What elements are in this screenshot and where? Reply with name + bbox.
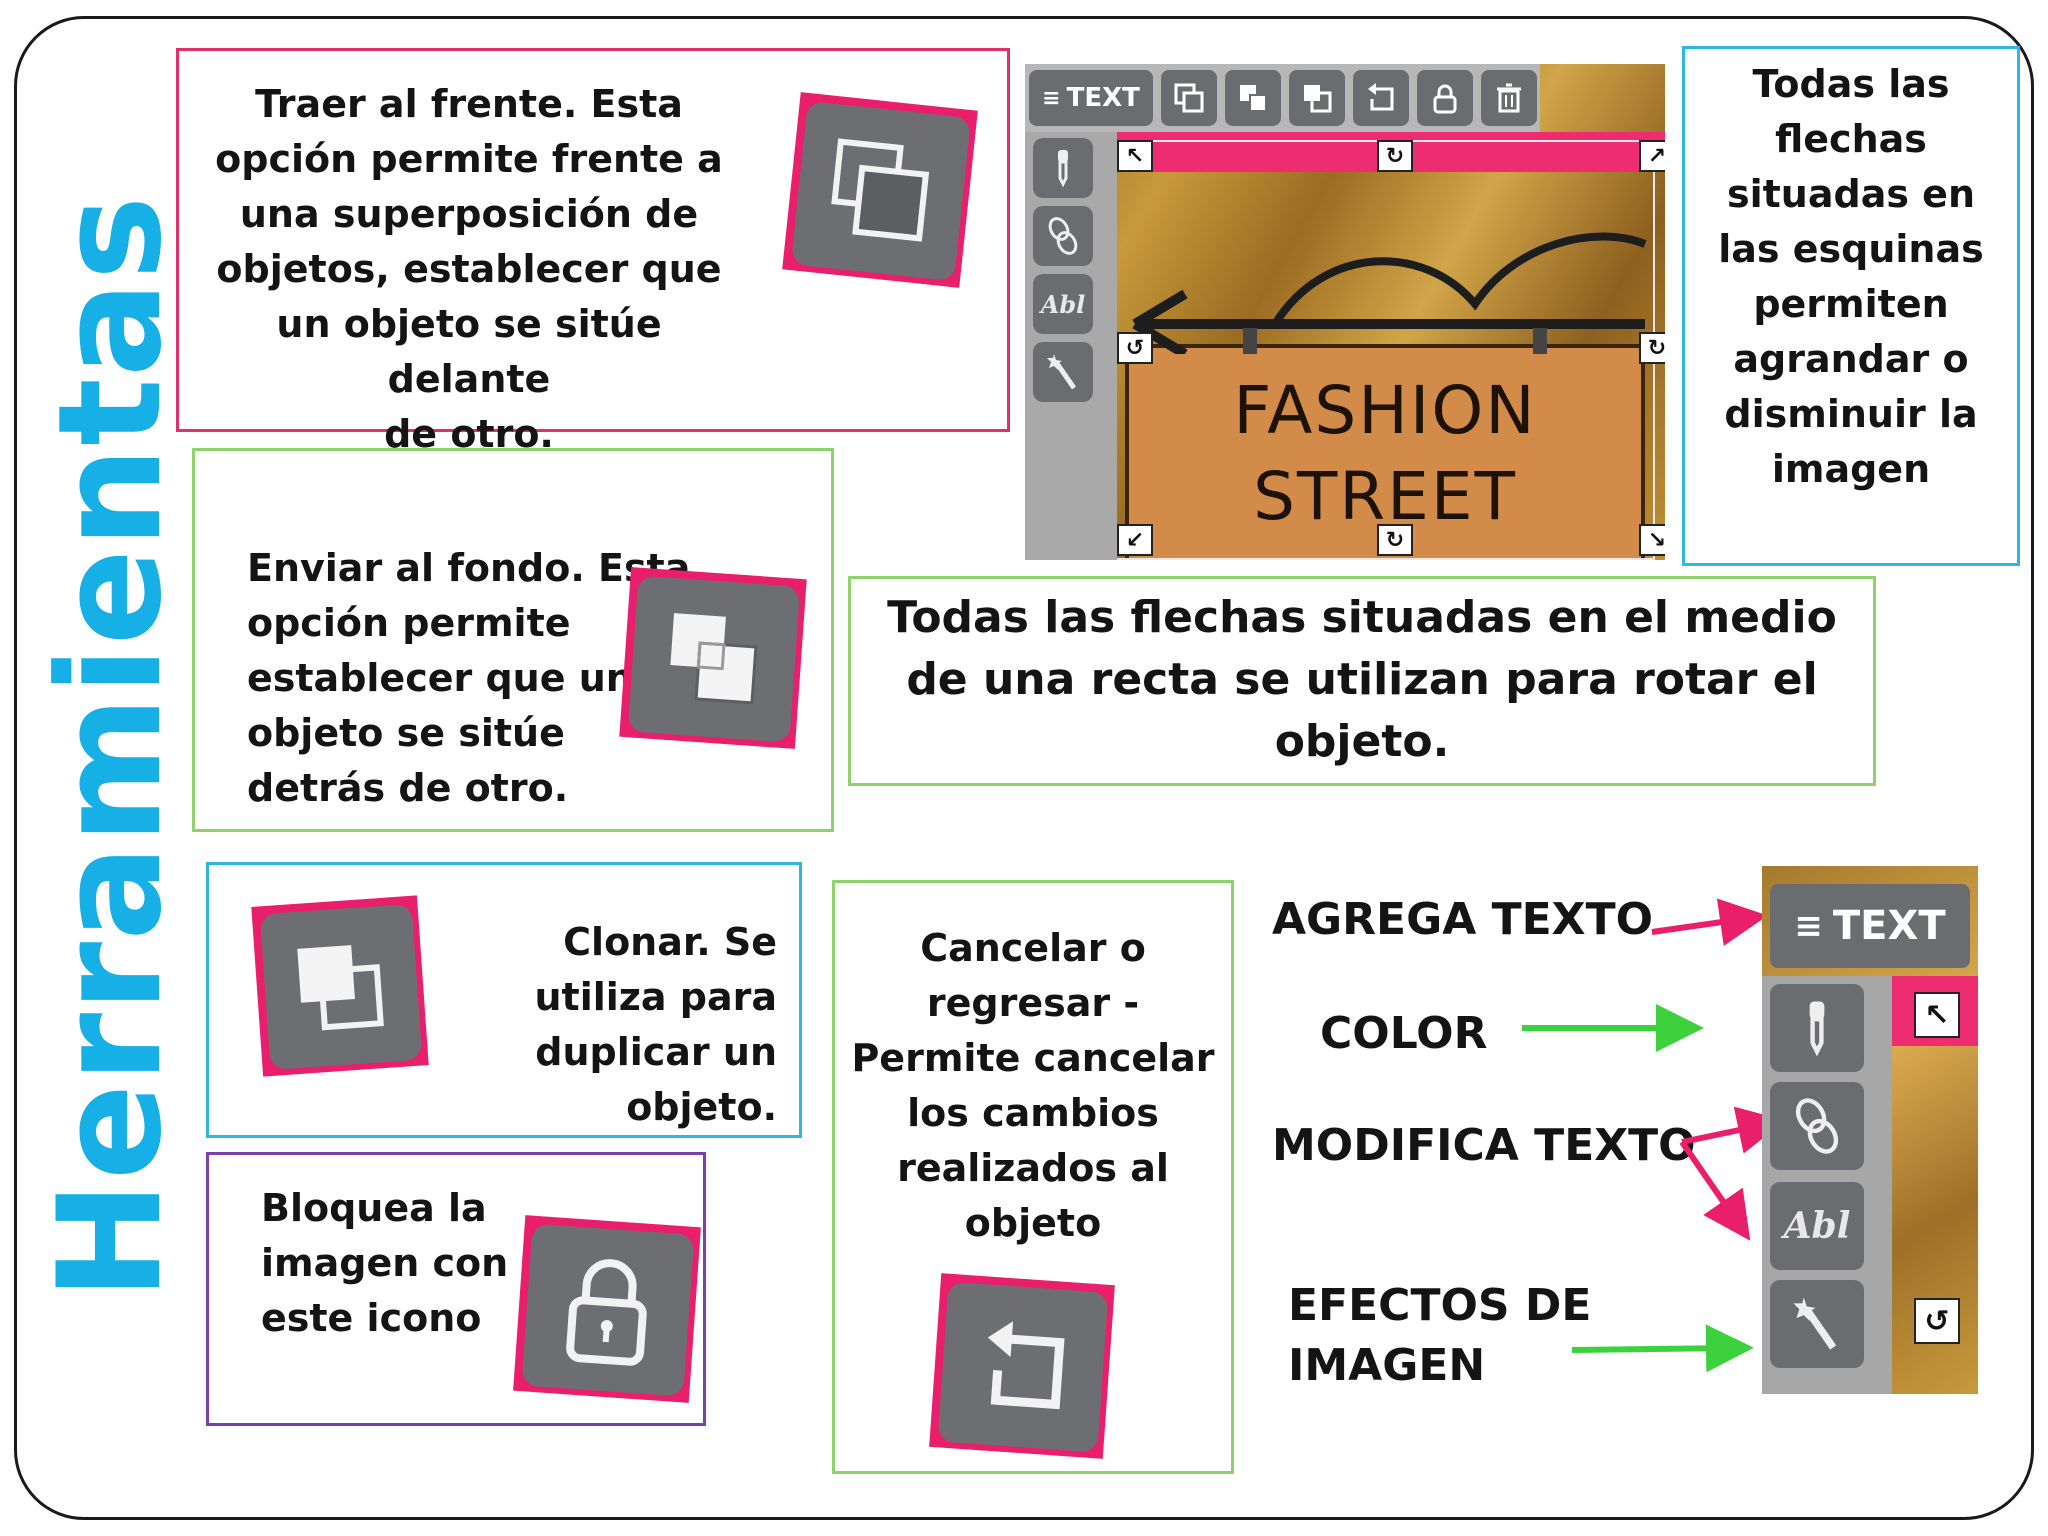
rotate-arrows-box: Todas las flechas situadas en el medio d… xyxy=(848,576,1876,786)
resize-handle-top-left[interactable]: ↖ xyxy=(1117,140,1153,172)
clone-button[interactable] xyxy=(1289,70,1345,126)
eyedropper-button[interactable] xyxy=(1033,138,1093,198)
panel-resize-handle[interactable]: ↖ xyxy=(1914,992,1960,1038)
panel-rotate-handle[interactable]: ↺ xyxy=(1914,1298,1960,1344)
editor-toolbar: ≡ TEXT xyxy=(1025,64,1540,132)
lock-box: Bloquea la imagen con este icono xyxy=(206,1152,706,1426)
hanging-arrow-decoration xyxy=(1132,232,1647,354)
fashion-street-sign: FASHION STREET xyxy=(1125,344,1645,560)
clone-box: Clonar. Se utiliza para duplicar un obje… xyxy=(206,862,802,1138)
label-agrega-texto: AGREGA TEXTO xyxy=(1272,894,1654,945)
lock-icon xyxy=(513,1215,701,1403)
panel-text-button[interactable]: ≡ TEXT xyxy=(1770,884,1970,968)
editor-sidebar: Abl xyxy=(1025,132,1117,560)
rotate-handle-left[interactable]: ↺ xyxy=(1117,332,1153,364)
send-to-back-box: Enviar al fondo. Esta opción permite est… xyxy=(192,448,834,832)
bring-to-front-button[interactable] xyxy=(1161,70,1217,126)
label-modifica-texto: MODIFICA TEXTO xyxy=(1272,1120,1696,1171)
undo-button[interactable] xyxy=(1353,70,1409,126)
bring-to-front-icon xyxy=(782,92,978,288)
rotate-handle-right[interactable]: ↻ xyxy=(1639,332,1665,364)
label-efectos-de: EFECTOS DE xyxy=(1288,1280,1592,1331)
arrow-agrega-texto xyxy=(1651,898,1768,947)
panel-link-button[interactable] xyxy=(1770,1082,1864,1170)
rotate-arrows-text: Todas las flechas situadas en el medio d… xyxy=(887,592,1837,767)
clone-text: Clonar. Se utiliza para duplicar un obje… xyxy=(534,920,777,1129)
panel-abl-button[interactable]: Abl xyxy=(1770,1182,1864,1270)
send-to-back-button[interactable] xyxy=(1225,70,1281,126)
arrow-modifica-texto-2 xyxy=(1679,1140,1751,1241)
corner-arrows-text: Todas las flechas situadas en las esquin… xyxy=(1718,62,1984,491)
rotate-handle-top[interactable]: ↻ xyxy=(1377,140,1413,172)
send-to-back-text: Enviar al fondo. Esta opción permite est… xyxy=(247,546,691,810)
link-button[interactable] xyxy=(1033,206,1093,266)
tool-panel-closeup: ≡ TEXT Abl ↖ ↺ xyxy=(1762,866,1978,1394)
label-color: COLOR xyxy=(1320,1008,1488,1059)
panel-eyedropper-button[interactable] xyxy=(1770,984,1864,1072)
rotate-handle-bottom[interactable]: ↻ xyxy=(1377,524,1413,556)
undo-text: Cancelar o regresar - Permite cancelar l… xyxy=(851,926,1215,1245)
editor-screenshot: FASHION STREET ≡ TEXT xyxy=(1025,64,1665,560)
abl-text-button[interactable]: Abl xyxy=(1033,274,1093,334)
arrow-efectos xyxy=(1571,1324,1754,1373)
undo-icon xyxy=(929,1273,1115,1459)
trash-button[interactable] xyxy=(1481,70,1537,126)
panel-magic-wand-button[interactable] xyxy=(1770,1280,1864,1368)
clone-icon xyxy=(251,895,429,1077)
resize-handle-bottom-right[interactable]: ↘ xyxy=(1639,524,1665,556)
arrow-modifica-texto-1 xyxy=(1681,1106,1786,1154)
send-to-back-icon xyxy=(619,567,807,749)
lock-text: Bloquea la imagen con este icono xyxy=(261,1186,509,1340)
undo-box: Cancelar o regresar - Permite cancelar l… xyxy=(832,880,1234,1474)
magic-wand-button[interactable] xyxy=(1033,342,1093,402)
corner-arrows-box: Todas las flechas situadas en las esquin… xyxy=(1682,46,2020,566)
resize-handle-top-right[interactable]: ↗ xyxy=(1639,140,1665,172)
menu-lines-icon: ≡ xyxy=(1042,85,1061,111)
menu-lines-icon: ≡ xyxy=(1794,906,1823,946)
text-button[interactable]: ≡ TEXT xyxy=(1029,70,1153,126)
lock-button[interactable] xyxy=(1417,70,1473,126)
bring-to-front-box: Traer al frente. Esta opción permite fre… xyxy=(176,48,1010,456)
label-imagen: IMAGEN xyxy=(1288,1340,1486,1391)
resize-handle-bottom-left[interactable]: ↙ xyxy=(1117,524,1153,556)
bring-to-front-text: Traer al frente. Esta opción permite fre… xyxy=(215,82,723,456)
